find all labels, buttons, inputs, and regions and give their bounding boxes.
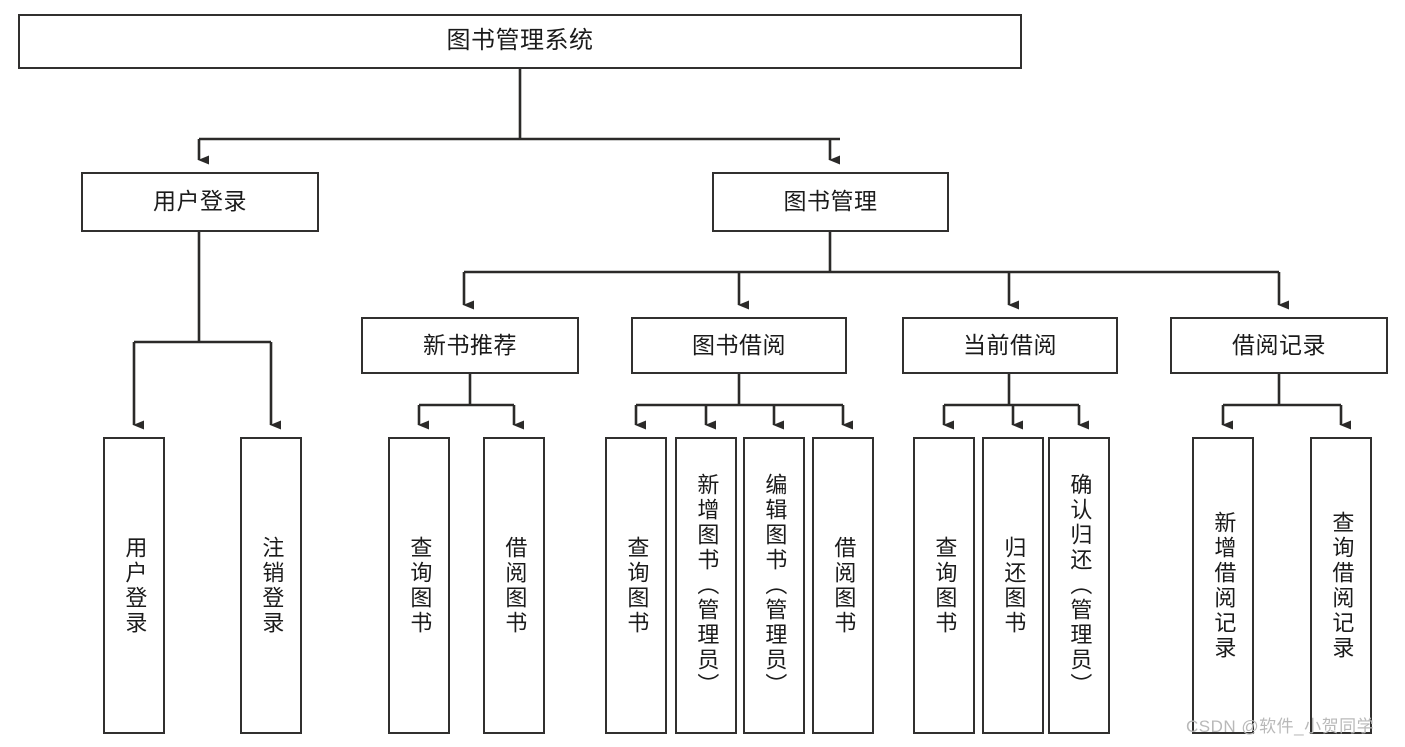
node-book-management[interactable]: 图书管理 (712, 172, 949, 232)
leaf-add-book-admin[interactable]: 新增图书（管理员） (675, 437, 737, 734)
leaf-borrow-book-recommend[interactable]: 借阅图书 (483, 437, 545, 734)
node-current-borrow[interactable]: 当前借阅 (902, 317, 1118, 374)
leaf-add-borrow-record-label: 新增借阅记录 (1211, 510, 1237, 661)
leaf-return-book[interactable]: 归还图书 (982, 437, 1044, 734)
leaf-query-book-current[interactable]: 查询图书 (913, 437, 975, 734)
leaf-query-book-recommend-label: 查询图书 (407, 535, 433, 636)
leaf-query-borrow-record-label: 查询借阅记录 (1329, 510, 1355, 661)
node-book-management-label: 图书管理 (783, 188, 878, 215)
leaf-borrow-book-recommend-label: 借阅图书 (502, 535, 528, 636)
node-current-borrow-label: 当前借阅 (963, 331, 1057, 358)
leaf-query-book-recommend[interactable]: 查询图书 (388, 437, 450, 734)
leaf-return-book-label: 归还图书 (1001, 535, 1027, 636)
leaf-add-borrow-record[interactable]: 新增借阅记录 (1192, 437, 1254, 734)
leaf-query-book-borrow-label: 查询图书 (624, 535, 650, 636)
leaf-query-book-borrow[interactable]: 查询图书 (605, 437, 667, 734)
node-root[interactable]: 图书管理系统 (18, 14, 1022, 69)
node-new-book-recommend[interactable]: 新书推荐 (361, 317, 579, 374)
leaf-edit-book-admin[interactable]: 编辑图书（管理员） (743, 437, 805, 734)
node-user-login[interactable]: 用户登录 (81, 172, 319, 232)
leaf-confirm-return-admin[interactable]: 确认归还（管理员） (1048, 437, 1110, 734)
watermark-text: CSDN @软件_小贺同学 (1186, 717, 1375, 736)
leaf-edit-book-admin-label: 编辑图书（管理员） (762, 473, 788, 698)
node-new-book-recommend-label: 新书推荐 (423, 331, 517, 358)
leaf-logout-label: 注销登录 (259, 535, 285, 636)
node-root-label: 图书管理系统 (446, 27, 594, 55)
leaf-add-book-admin-label: 新增图书（管理员） (694, 473, 720, 698)
node-book-borrow-label: 图书借阅 (692, 331, 786, 358)
node-borrow-record-label: 借阅记录 (1232, 331, 1326, 358)
leaf-query-book-current-label: 查询图书 (932, 535, 958, 636)
leaf-user-login[interactable]: 用户登录 (103, 437, 165, 734)
leaf-query-borrow-record[interactable]: 查询借阅记录 (1310, 437, 1372, 734)
leaf-borrow-book[interactable]: 借阅图书 (812, 437, 874, 734)
node-borrow-record[interactable]: 借阅记录 (1170, 317, 1388, 374)
leaf-borrow-book-label: 借阅图书 (831, 535, 857, 636)
node-book-borrow[interactable]: 图书借阅 (631, 317, 847, 374)
leaf-user-login-label: 用户登录 (122, 535, 148, 636)
node-user-login-label: 用户登录 (153, 188, 247, 215)
leaf-confirm-return-admin-label: 确认归还（管理员） (1067, 473, 1093, 698)
leaf-logout[interactable]: 注销登录 (240, 437, 302, 734)
